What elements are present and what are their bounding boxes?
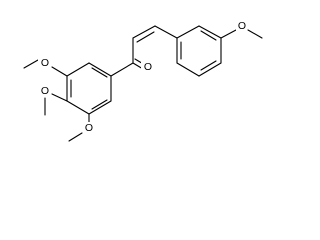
bond	[51, 66, 68, 77]
bond	[247, 29, 263, 39]
bond	[220, 29, 237, 39]
methoxy-oxygen-label: O	[41, 57, 49, 69]
bond	[66, 62, 90, 77]
bond	[66, 100, 90, 115]
carbonyl-oxygen-label: O	[144, 61, 152, 73]
bond	[198, 62, 222, 77]
double-bond-inner	[91, 67, 108, 78]
bond	[176, 62, 200, 77]
bond	[132, 25, 156, 39]
double-bond-inner	[200, 60, 217, 71]
bond	[198, 25, 222, 39]
enone-linker	[110, 25, 178, 77]
atom-labels: O O O O O	[38, 19, 247, 135]
chemical-structure-diagram: O O O O O	[23, 19, 263, 142]
double-bond-inner	[91, 99, 108, 110]
bond	[88, 100, 112, 115]
bond	[68, 132, 83, 142]
methoxy-oxygen-label: O	[85, 122, 93, 134]
bond	[23, 59, 39, 69]
bond	[51, 93, 68, 102]
methoxy-oxygen-label: O	[41, 85, 49, 97]
right-benzene-ring	[176, 25, 222, 77]
methoxy-groups	[23, 29, 263, 142]
methoxy-oxygen-label: O	[238, 20, 246, 32]
bond	[110, 62, 134, 77]
bond	[176, 25, 200, 39]
double-bond-inner	[136, 31, 155, 43]
double-bond-inner	[200, 30, 217, 41]
bond	[154, 25, 178, 39]
left-benzene-ring	[66, 62, 112, 115]
bond	[88, 62, 112, 77]
